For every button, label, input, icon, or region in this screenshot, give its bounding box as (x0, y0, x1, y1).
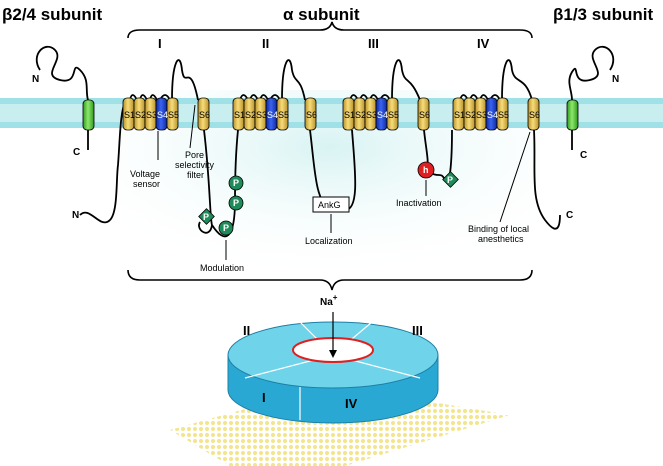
d2-s5: S5 (278, 110, 289, 120)
domain-1-segments: S1 S2 S3 S4 S5 S6 (122, 97, 210, 131)
alpha-top-brace (127, 21, 533, 39)
domain-label-1: I (158, 36, 162, 51)
svg-text:h: h (423, 165, 429, 175)
svg-text:P: P (233, 178, 239, 188)
inactivation-label: Inactivation (396, 198, 442, 208)
ankg-label: AnkG (318, 200, 341, 210)
svg-text:P: P (203, 212, 209, 222)
phospho-site-4 (198, 208, 215, 225)
beta13-subunit: N C (566, 45, 619, 161)
d1-s1: S1 (124, 110, 135, 120)
sodium-ion-label: Na+ (320, 293, 338, 308)
domain-3-segments: S1 S2 S3 S4 S5 S6 (342, 97, 430, 131)
d3-s3: S3 (366, 110, 377, 120)
d2-s4: S4 (267, 110, 278, 120)
beta24-subunit: N C (32, 45, 95, 158)
modulation-label: Modulation (200, 263, 244, 273)
d1-s3: S3 (146, 110, 157, 120)
d2-s2: S2 (245, 110, 256, 120)
phospho-site-3 (218, 220, 234, 236)
pore-domain-2: II (243, 323, 250, 338)
beta13-n-terminus: N (612, 74, 619, 85)
alpha-title: α subunit (283, 5, 360, 24)
transmembrane-segments: S1 S2 S3 S4 S5 S6 S1 S2 S3 S4 S5 S6 (122, 97, 540, 131)
d2-s1: S1 (234, 110, 245, 120)
d4-s4: S4 (487, 110, 498, 120)
phospho-site-5 (442, 171, 459, 188)
domain-label-3: III (368, 36, 379, 51)
d4-s3: S3 (476, 110, 487, 120)
inactivation-gate (417, 161, 435, 179)
pore-cylinder (227, 312, 439, 424)
d1-s2: S2 (135, 110, 146, 120)
svg-text:P: P (233, 198, 239, 208)
beta13-c-terminus: C (580, 150, 587, 161)
domain-2-segments: S1 S2 S3 S4 S5 S6 (232, 97, 317, 131)
phospho-site-1 (228, 175, 244, 191)
beta24-c-terminus: C (73, 147, 80, 158)
pore-filter-arrow (189, 104, 196, 149)
svg-text:P: P (447, 175, 453, 185)
svg-text:P: P (223, 223, 229, 233)
d1-s4: S4 (157, 110, 168, 120)
pore-domain-3: III (412, 323, 423, 338)
pore-domain-4: IV (345, 396, 358, 411)
beta13-helix (566, 99, 579, 131)
beta24-title: β2/4 subunit (2, 5, 102, 24)
alpha-n-terminus: N (72, 210, 79, 221)
domain-label-2: II (262, 36, 269, 51)
d2-s3: S3 (256, 110, 267, 120)
d3-s2: S2 (355, 110, 366, 120)
local-anesthetics-label: Binding of local anesthetics (468, 224, 532, 244)
d4-s2: S2 (465, 110, 476, 120)
d3-s1: S1 (344, 110, 355, 120)
d3-s4: S4 (377, 110, 388, 120)
membrane (0, 98, 663, 128)
ankg-box (312, 196, 350, 213)
local-anesthetics-arrow (499, 131, 531, 223)
domain-4-segments: S1 S2 S3 S4 S5 S6 (452, 97, 540, 131)
d4-s5: S5 (498, 110, 509, 120)
d3-s5: S5 (388, 110, 399, 120)
pore-domain-1: I (262, 390, 266, 405)
phospho-site-2 (228, 195, 244, 211)
d2-s6: S6 (306, 110, 317, 120)
d1-s5: S5 (168, 110, 179, 120)
domain-label-4: IV (477, 36, 490, 51)
localization-label: Localization (305, 236, 353, 246)
alpha-backbone (79, 59, 561, 238)
beta24-helix (82, 99, 95, 131)
d4-s1: S1 (454, 110, 465, 120)
beta13-title: β1/3 subunit (553, 5, 653, 24)
phosphorylation-sites: P P P P P (198, 171, 459, 236)
pore-filter-label: Pore selectivity filter (175, 150, 217, 180)
voltage-sensor-label: Voltage sensor (130, 169, 163, 189)
alpha-c-terminus: C (566, 210, 573, 221)
d3-s6: S6 (419, 110, 430, 120)
annotations: Voltage sensor Pore selectivity filter M… (130, 104, 532, 273)
beta24-n-terminus: N (32, 74, 39, 85)
d1-s6: S6 (199, 110, 210, 120)
d4-s6: S6 (529, 110, 540, 120)
alpha-bottom-brace (127, 269, 533, 291)
